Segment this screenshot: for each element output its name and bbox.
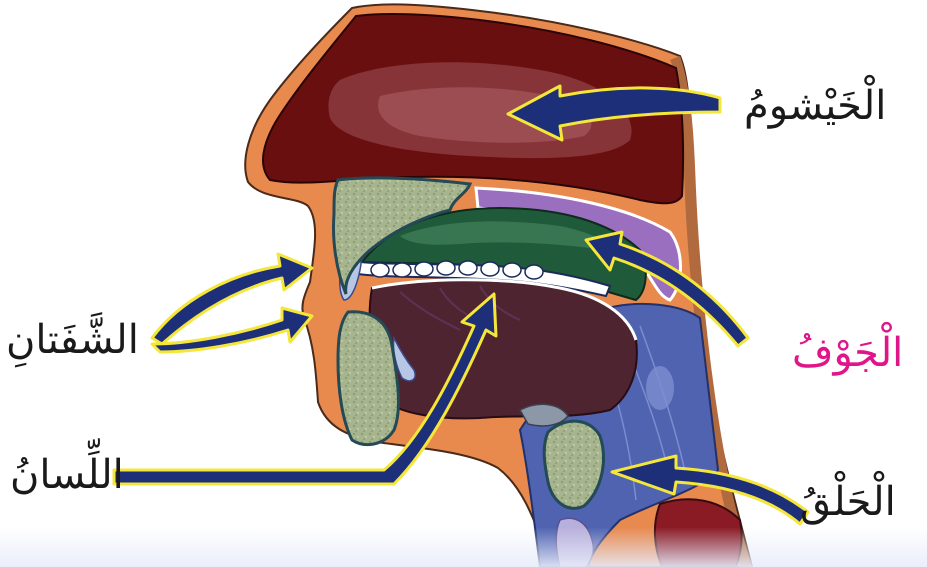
watermark-band	[0, 527, 927, 567]
label-jawf: الْجَوْفُ	[792, 333, 903, 373]
label-lisan: اللِّسانُ	[10, 455, 124, 495]
larynx-tissue	[544, 421, 603, 508]
label-khayshum: الْخَيْشومُ	[744, 86, 886, 126]
label-halq: الْحَلْقُ	[800, 482, 896, 522]
uvula-tip	[646, 366, 674, 410]
label-shafatan: الشَّفَتانِ	[6, 320, 139, 360]
